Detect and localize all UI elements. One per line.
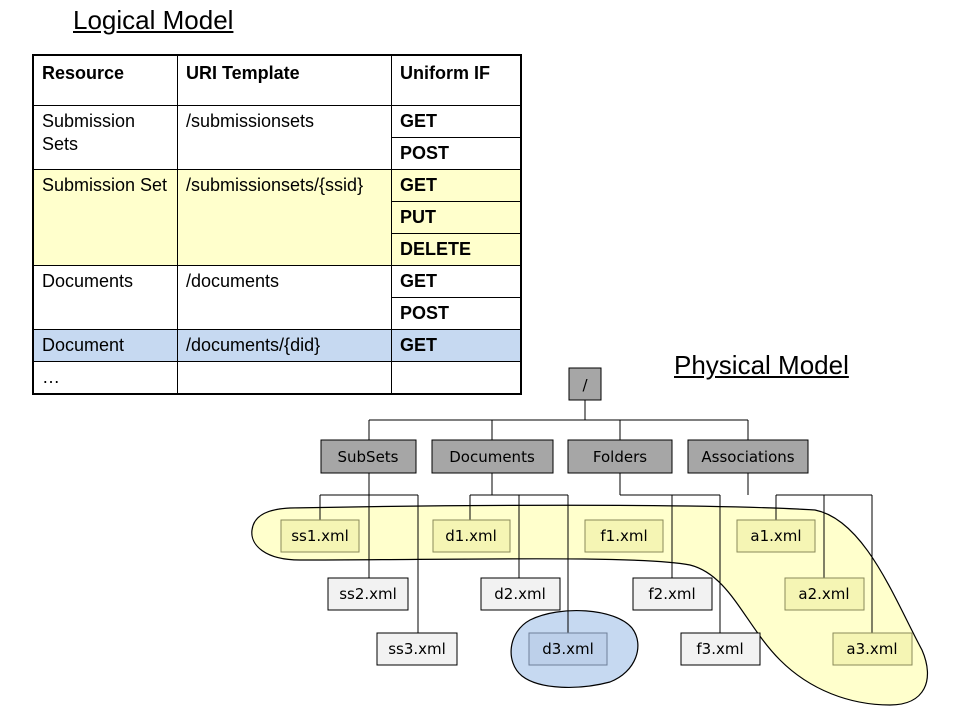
svg-text:f2.xml: f2.xml	[648, 585, 695, 603]
svg-text:a2.xml: a2.xml	[798, 585, 849, 603]
root-node: /	[568, 367, 602, 401]
svg-text:Documents: Documents	[449, 448, 535, 466]
table-row: Documents /documents GET	[32, 265, 522, 330]
svg-text:Folders: Folders	[593, 448, 647, 466]
svg-text:f3.xml: f3.xml	[696, 640, 743, 658]
uri-cell: /submissionsets	[177, 105, 392, 170]
file-node-ss2: ss2.xml	[327, 577, 409, 611]
method-cell: GET	[391, 329, 522, 362]
svg-text:Associations: Associations	[701, 448, 794, 466]
header-uri-template: URI Template	[177, 54, 392, 106]
svg-text:ss2.xml: ss2.xml	[339, 585, 397, 603]
svg-text:d3.xml: d3.xml	[542, 640, 594, 658]
method-cell: GET	[391, 169, 522, 202]
method-cell: DELETE	[391, 233, 522, 266]
tree-connectors	[319, 400, 873, 633]
logical-model-title: Logical Model	[73, 5, 234, 35]
folder-node-folders: Folders	[567, 439, 673, 474]
svg-text:f1.xml: f1.xml	[600, 527, 647, 545]
svg-text:SubSets: SubSets	[338, 448, 399, 466]
file-node-ss3: ss3.xml	[376, 632, 458, 666]
svg-text:ss3.xml: ss3.xml	[388, 640, 446, 658]
file-node-ss1: ss1.xml	[280, 519, 360, 553]
uri-cell: /documents	[177, 265, 392, 330]
logical-model-table: Resource URI Template Uniform IF Submiss…	[32, 54, 522, 395]
resource-cell: Document	[32, 329, 178, 362]
table-row: …	[32, 361, 522, 395]
table-row: Submission Sets /submissionsets GET	[32, 105, 522, 170]
svg-text:a1.xml: a1.xml	[750, 527, 801, 545]
yellow-highlight-region	[251, 504, 929, 706]
table-row: Submission Set /submissionsets/{ssid} GE…	[32, 169, 522, 266]
resource-cell: …	[32, 361, 178, 395]
physical-model-title: Physical Model	[674, 350, 849, 380]
file-node-a3: a3.xml	[832, 632, 913, 666]
table-row: Document /documents/{did} GET	[32, 329, 522, 362]
file-node-d3: d3.xml	[528, 632, 608, 666]
svg-text:/: /	[582, 376, 588, 394]
uri-cell	[177, 361, 392, 395]
uri-cell: /submissionsets/{ssid}	[177, 169, 392, 266]
folder-node-subsets: SubSets	[320, 439, 417, 474]
table-header-row: Resource URI Template Uniform IF	[32, 54, 522, 106]
svg-text:d1.xml: d1.xml	[445, 527, 497, 545]
uri-cell: /documents/{did}	[177, 329, 392, 362]
method-cell	[391, 361, 522, 395]
file-node-d2: d2.xml	[480, 577, 561, 611]
file-node-f1: f1.xml	[584, 519, 664, 553]
resource-cell: Documents	[32, 265, 178, 330]
svg-text:d2.xml: d2.xml	[494, 585, 546, 603]
header-uniform-if: Uniform IF	[391, 54, 522, 106]
svg-text:a3.xml: a3.xml	[846, 640, 897, 658]
resource-cell: Submission Set	[32, 169, 178, 266]
method-cell: GET	[391, 105, 522, 138]
header-resource: Resource	[32, 54, 178, 106]
file-node-f3: f3.xml	[680, 632, 761, 666]
folder-node-documents: Documents	[431, 439, 554, 474]
file-node-d1: d1.xml	[432, 519, 511, 553]
method-cell: PUT	[391, 201, 522, 234]
file-node-f2: f2.xml	[632, 577, 713, 611]
file-node-a2: a2.xml	[784, 577, 865, 611]
svg-text:ss1.xml: ss1.xml	[291, 527, 349, 545]
file-node-a1: a1.xml	[736, 519, 816, 553]
folder-node-associations: Associations	[687, 439, 809, 474]
